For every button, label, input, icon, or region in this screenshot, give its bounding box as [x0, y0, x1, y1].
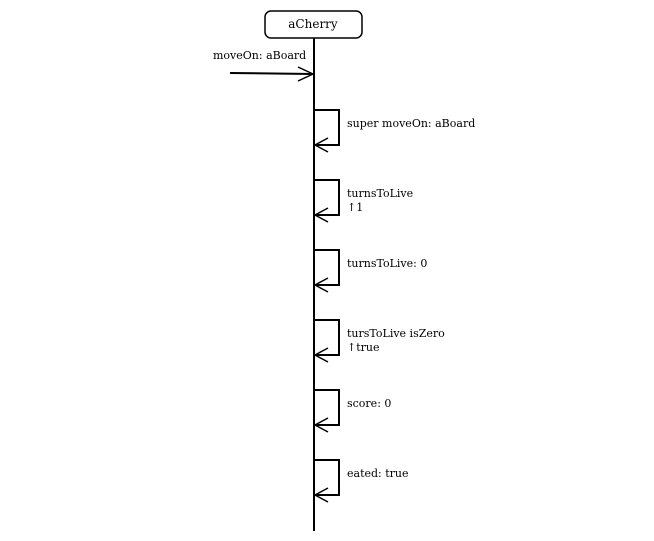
self-call-arrowhead [313, 137, 329, 153]
self-call: turnsToLive: 0 [313, 249, 427, 293]
self-call-loop [314, 459, 340, 496]
self-call-arrowhead [313, 487, 329, 503]
self-call: score: 0 [313, 389, 391, 433]
self-call-loop [314, 389, 340, 426]
object-box[interactable]: aCherry [264, 10, 363, 39]
incoming-message-label: moveOn: aBoard [213, 49, 306, 62]
self-call-label: score: 0 [347, 397, 391, 410]
self-call-label: turnsToLive [347, 187, 413, 200]
self-call-label: eated: true [347, 467, 409, 480]
self-call-loop [314, 249, 340, 286]
self-call-loop [314, 109, 340, 146]
self-call-label: tursToLive isZero [347, 327, 445, 340]
self-call-loop [314, 179, 340, 216]
self-call-label: turnsToLive: 0 [347, 257, 427, 270]
self-call-arrowhead [313, 207, 329, 223]
self-call-arrowhead [313, 277, 329, 293]
self-call: turnsToLive↑1 [313, 179, 413, 223]
self-call-return: ↑1 [347, 201, 363, 214]
self-call: super moveOn: aBoard [313, 109, 475, 153]
object-name: aCherry [288, 17, 338, 31]
self-call: tursToLive isZero↑true [313, 319, 445, 363]
self-call-loop [314, 319, 340, 356]
incoming-message: moveOn: aBoard [213, 49, 315, 82]
self-call: eated: true [313, 459, 409, 503]
self-calls: super moveOn: aBoardturnsToLive↑1turnsTo… [313, 109, 475, 503]
incoming-message-arrow [229, 72, 314, 75]
self-call-arrowhead [313, 347, 329, 363]
incoming-message-arrowhead [297, 66, 315, 82]
self-call-label: super moveOn: aBoard [347, 117, 475, 130]
self-call-arrowhead [313, 417, 329, 433]
self-call-return: ↑true [347, 341, 380, 354]
